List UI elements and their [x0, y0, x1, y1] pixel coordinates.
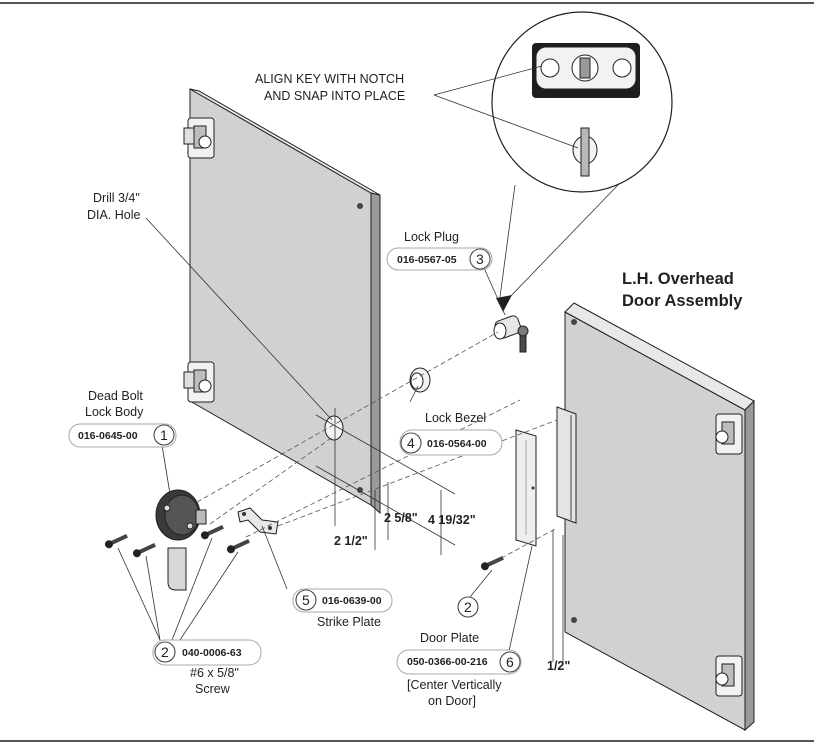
- drilled-hole: [324, 415, 344, 441]
- door-plate-label: Door Plate: [420, 631, 479, 645]
- lock-bezel: [409, 367, 431, 393]
- lower-hinge: [183, 361, 215, 403]
- right-upper-hinge: [715, 413, 743, 455]
- part-4-number: 016-0564-00: [427, 438, 487, 450]
- part-5-number: 016-0639-00: [322, 595, 382, 607]
- screw-label: Screw: [195, 682, 231, 696]
- callout-2-circle: [154, 641, 176, 663]
- title-line1: L.H. Overhead: [622, 270, 734, 288]
- part-1-number: 016-0645-00: [78, 430, 138, 442]
- left-door: [183, 88, 381, 515]
- callout-6-circle: [499, 651, 521, 673]
- dimension-4-19-32: 4 19/32": [428, 513, 476, 527]
- callout-1-circle: [153, 424, 175, 446]
- callout-1-label: 1: [160, 427, 168, 443]
- door-plate: [515, 429, 537, 547]
- callout-5-label: 5: [302, 592, 310, 608]
- part-4-pill: [399, 429, 503, 456]
- part-3-pill: [386, 247, 493, 271]
- callout-3-label: 3: [476, 251, 484, 267]
- lock-plug-label: Lock Plug: [404, 230, 459, 244]
- title-line2: Door Assembly: [622, 292, 743, 310]
- callout-text-line1: ALIGN KEY WITH NOTCH: [255, 72, 404, 86]
- part-6-pill: [396, 649, 522, 675]
- strike-plate-label: Strike Plate: [317, 615, 381, 629]
- part-1-pill: [68, 423, 177, 448]
- part-2-pill: [152, 639, 262, 666]
- drill-note-line2: DIA. Hole: [87, 208, 141, 222]
- callout-3-circle: [469, 248, 491, 270]
- door-plate-note-line1: [Center Vertically: [407, 678, 502, 692]
- dead-bolt-label-line2: Lock Body: [85, 405, 144, 419]
- callout-5-circle: [295, 589, 317, 611]
- leader-lines: [117, 65, 579, 652]
- screw-callout-circle: [457, 596, 479, 618]
- right-door: [556, 302, 755, 732]
- detail-callout: [491, 11, 673, 312]
- upper-hinge: [183, 117, 215, 159]
- dead-bolt-label-line1: Dead Bolt: [88, 389, 143, 403]
- callout-6-label: 6: [506, 654, 514, 670]
- door-plate-note-line2: on Door]: [428, 694, 476, 708]
- screw-callout-label: 2: [464, 599, 472, 615]
- drill-note-line1: Drill 3/4": [93, 191, 140, 205]
- right-lower-hinge: [715, 655, 743, 697]
- dimension-lines: [315, 408, 564, 662]
- callout-4-circle: [400, 432, 422, 454]
- dead-bolt-lock-body: [155, 489, 207, 591]
- part-3-number: 016-0567-05: [397, 254, 457, 266]
- strike-plate: [237, 507, 279, 535]
- part-6-number: 050-0366-00-216: [407, 656, 488, 668]
- callout-2-label: 2: [161, 644, 169, 660]
- callout-4-label: 4: [407, 435, 415, 451]
- dimension-2-5-8: 2 5/8": [384, 511, 418, 525]
- alignment-lines: [189, 331, 558, 563]
- screw-size-label: #6 x 5/8": [190, 666, 239, 680]
- part-5-pill: [292, 588, 393, 613]
- part-2-number: 040-0006-63: [182, 647, 242, 659]
- lock-bezel-label: Lock Bezel: [425, 411, 486, 425]
- dimension-2-1-2: 2 1/2": [334, 534, 368, 548]
- lock-plug: [493, 315, 529, 353]
- callout-text-line2: AND SNAP INTO PLACE: [264, 89, 405, 103]
- dimension-1-2: 1/2": [547, 659, 570, 673]
